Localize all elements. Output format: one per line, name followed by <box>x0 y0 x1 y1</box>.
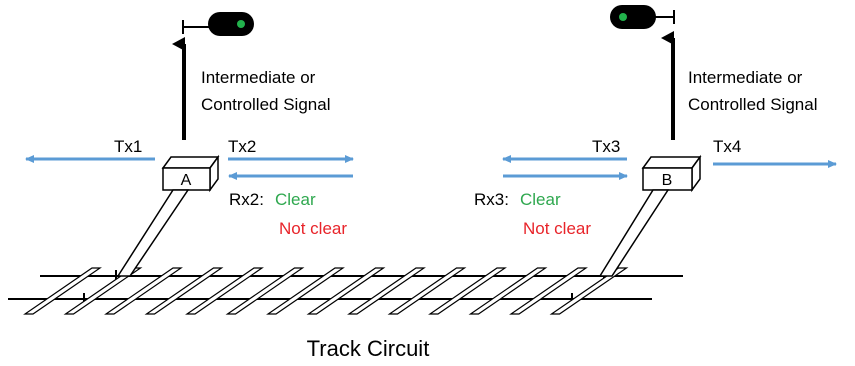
signal-label-right-line2: Controlled Signal <box>688 95 817 114</box>
diagram-caption: Track Circuit <box>307 336 430 361</box>
signal-right <box>610 5 675 29</box>
tx3-label: Tx3 <box>592 137 620 156</box>
sleeper <box>549 267 629 315</box>
signal-lamp-right-icon <box>619 13 627 21</box>
sleeper <box>468 267 548 315</box>
sleeper <box>23 267 102 315</box>
rx2-not-clear: Not clear <box>279 219 347 238</box>
sleeper <box>225 267 305 315</box>
tx1-label: Tx1 <box>114 137 142 156</box>
signal-head-left <box>208 12 254 36</box>
sleeper <box>104 267 183 315</box>
signal-left <box>182 12 254 36</box>
tx4-label: Tx4 <box>713 137 741 156</box>
sleeper <box>387 267 467 315</box>
signal-label-left-line2: Controlled Signal <box>201 95 330 114</box>
sleeper <box>347 267 426 315</box>
signal-head-right <box>610 5 656 29</box>
sleeper <box>509 267 588 315</box>
signal-lamp-left-icon <box>237 20 245 28</box>
sleeper <box>63 267 143 315</box>
rx3-clear: Clear <box>520 190 561 209</box>
sleeper <box>306 267 386 315</box>
box-a-label: A <box>181 172 192 189</box>
signal-label-right-line1: Intermediate or <box>688 68 803 87</box>
equipment-box-b <box>598 154 702 277</box>
box-b-label: B <box>662 172 673 189</box>
sleeper <box>428 267 507 315</box>
equipment-box-a <box>116 154 220 277</box>
rx3-label: Rx3: <box>474 190 509 209</box>
sleeper <box>185 267 264 315</box>
sleeper <box>266 267 345 315</box>
rx2-label: Rx2: <box>229 190 264 209</box>
rx3-not-clear: Not clear <box>523 219 591 238</box>
rx2-clear: Clear <box>275 190 316 209</box>
signal-label-left-line1: Intermediate or <box>201 68 316 87</box>
track <box>8 267 683 315</box>
sleeper <box>144 267 224 315</box>
tx2-label: Tx2 <box>228 137 256 156</box>
